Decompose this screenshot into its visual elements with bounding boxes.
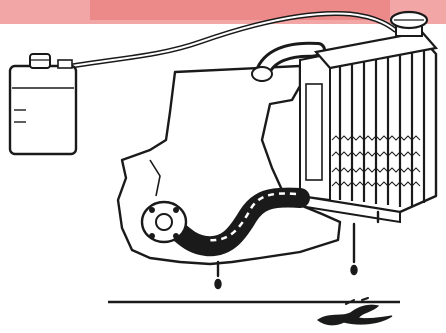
lower-hose — [172, 198, 300, 247]
upper-hose-end — [252, 67, 272, 81]
engine-block-detail — [150, 160, 160, 196]
header-banner-accent — [90, 0, 390, 20]
radiator — [300, 32, 436, 222]
radiator-cap — [391, 12, 427, 36]
water-pump-flange — [142, 202, 186, 242]
coolant-reservoir — [10, 54, 76, 154]
leak-puddle — [318, 305, 392, 325]
